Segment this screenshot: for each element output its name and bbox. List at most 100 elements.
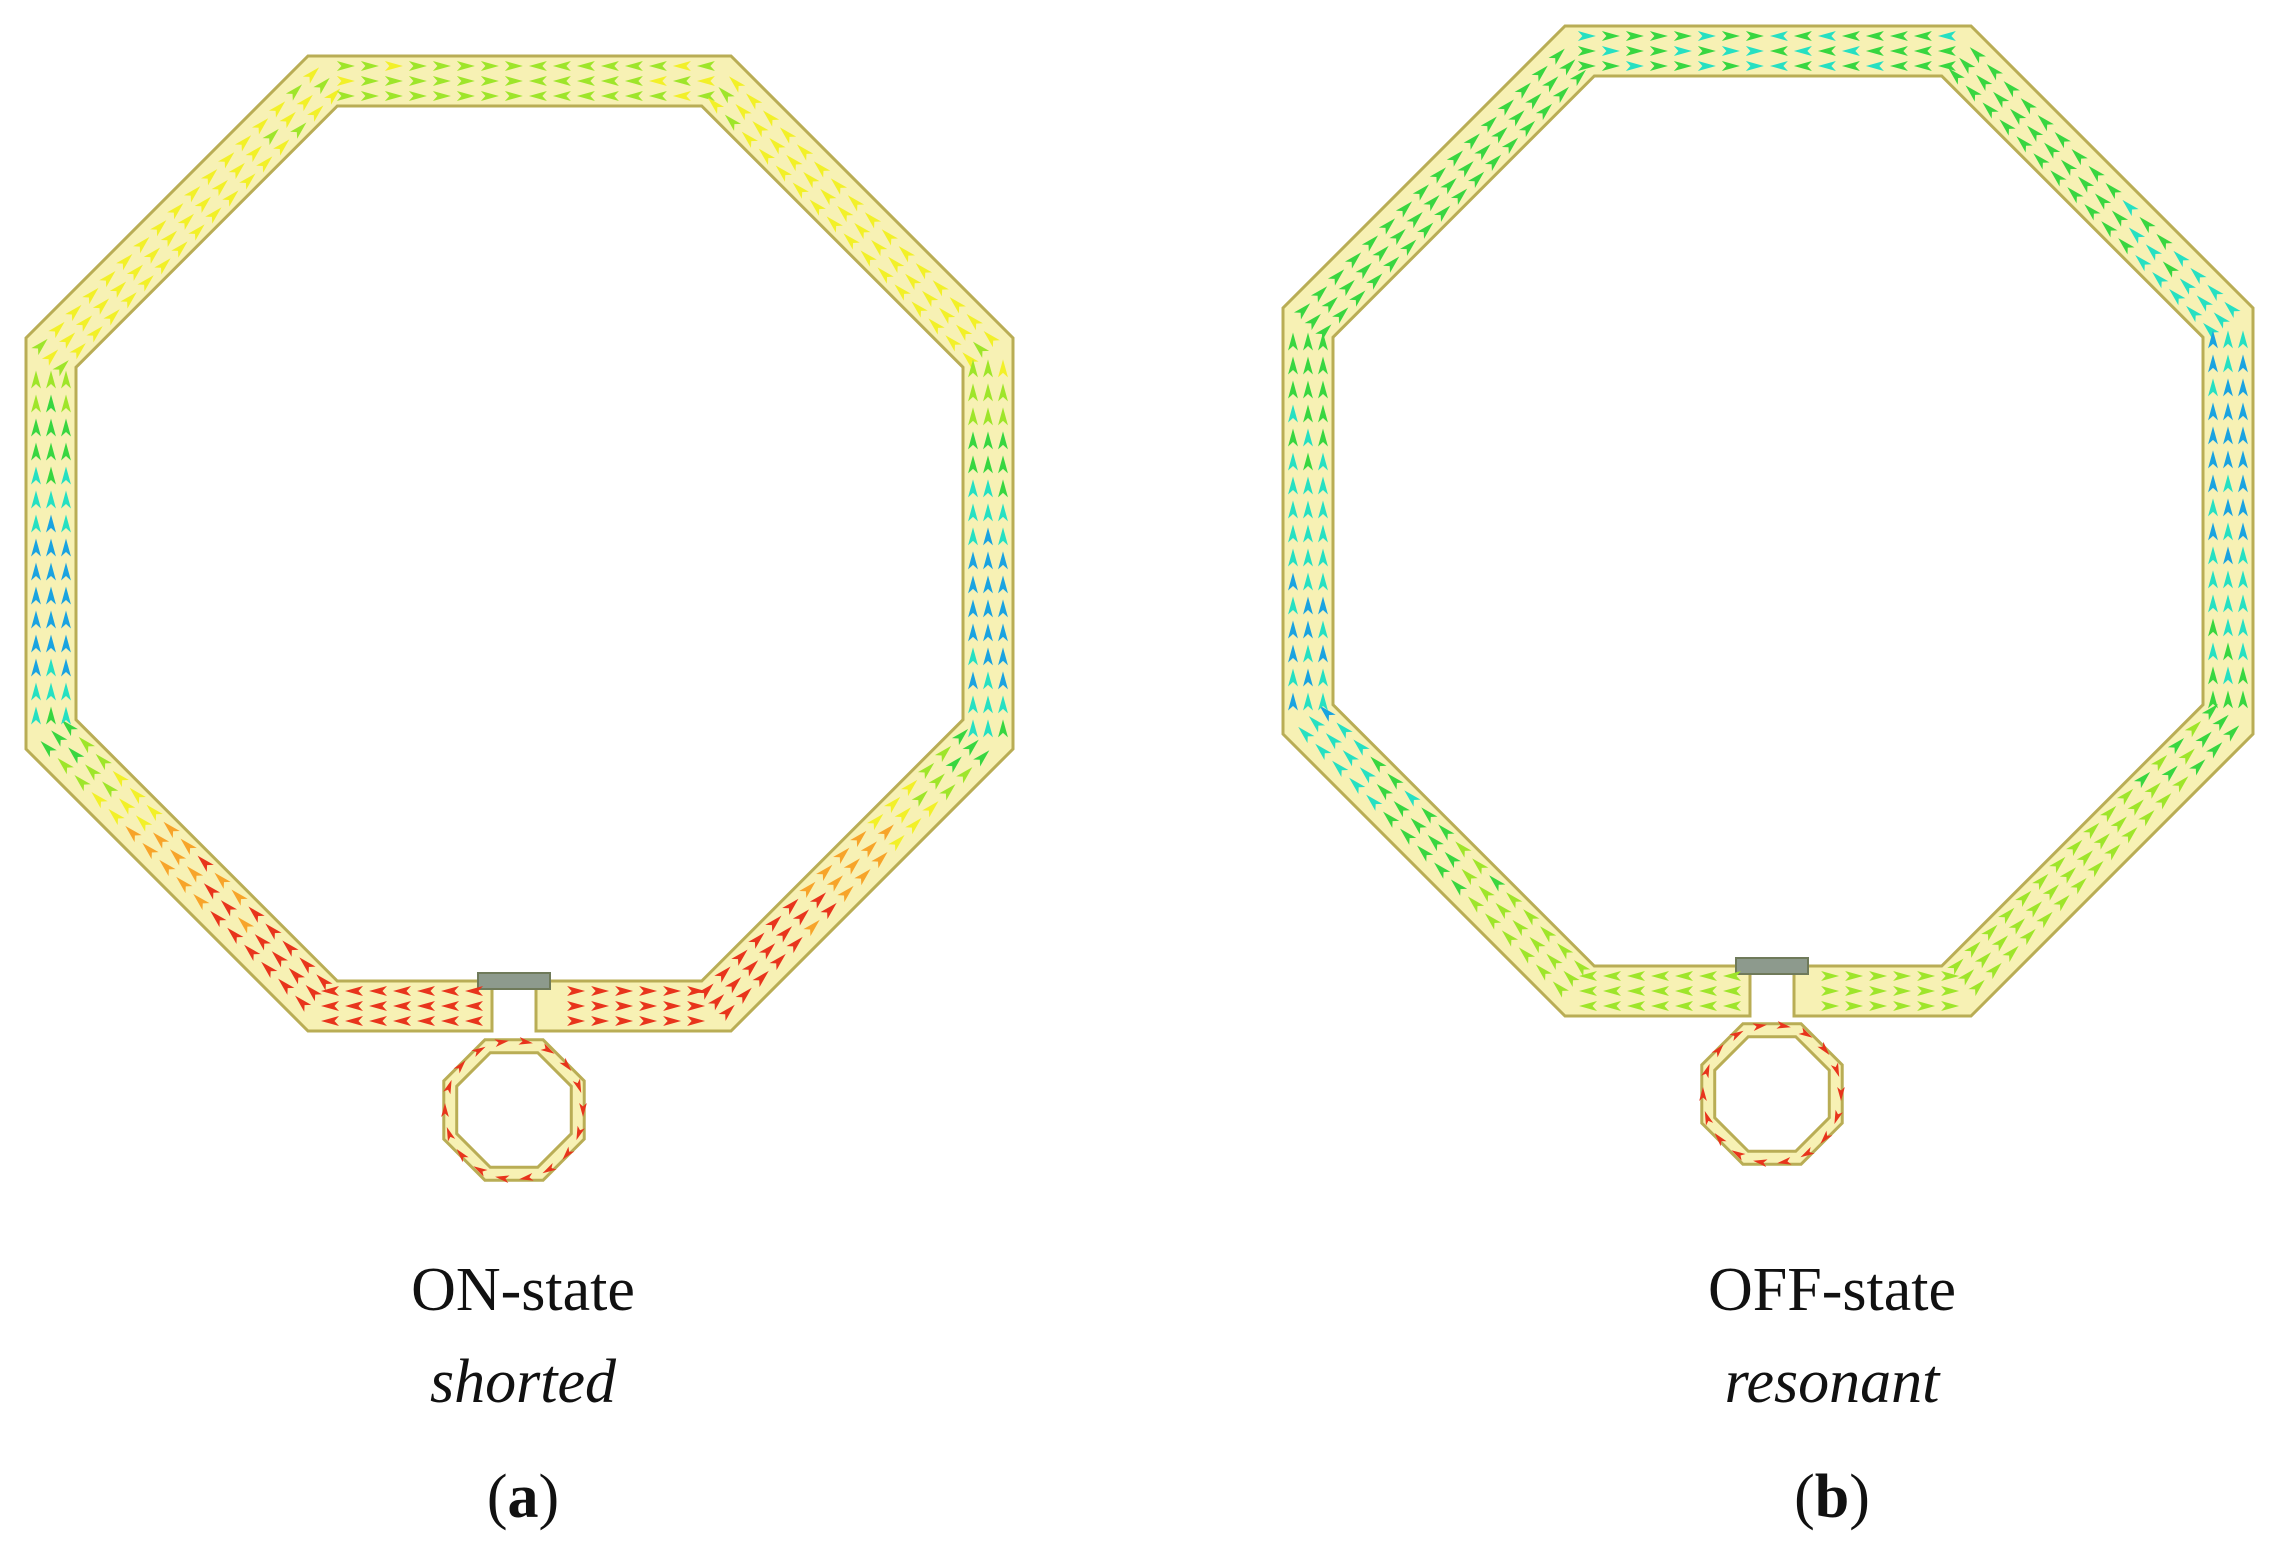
current-arrow — [369, 1001, 387, 1011]
current-arrow — [61, 634, 71, 653]
current-arrow — [1579, 971, 1597, 981]
current-arrow — [302, 67, 320, 84]
current-arrow — [1821, 971, 1840, 981]
current-arrow — [504, 91, 523, 101]
current-arrow — [1491, 127, 1508, 144]
current-arrow — [2190, 267, 2207, 285]
current-arrow — [1625, 31, 1644, 41]
current-arrow — [1319, 705, 1336, 722]
current-arrow — [1603, 986, 1621, 996]
current-arrow — [741, 960, 759, 977]
current-arrow — [1649, 61, 1668, 71]
current-arrow — [31, 682, 41, 701]
current-arrow — [61, 466, 71, 485]
current-arrow — [336, 61, 355, 71]
current-arrow — [687, 1016, 706, 1026]
current-arrow — [576, 61, 595, 71]
current-arrow — [1444, 851, 1461, 869]
current-arrow — [408, 61, 427, 71]
current-arrow — [1304, 313, 1321, 331]
current-arrow — [973, 750, 990, 767]
current-arrow — [74, 775, 91, 792]
current-arrow — [729, 76, 746, 93]
current-arrow — [983, 671, 993, 690]
current-arrow — [48, 321, 65, 339]
current-arrow — [480, 91, 499, 101]
current-arrow — [2189, 759, 2206, 776]
current-arrow — [1982, 102, 1999, 119]
current-arrow — [591, 1001, 610, 1011]
current-arrow — [1355, 262, 1372, 280]
current-arrow — [718, 1004, 735, 1021]
current-arrow — [1845, 986, 1864, 996]
current-arrow — [1450, 879, 1468, 896]
current-arrow — [1303, 380, 1313, 399]
current-arrow — [1563, 970, 1580, 987]
current-arrow — [31, 658, 41, 677]
current-arrow — [696, 61, 715, 71]
current-arrow — [639, 1001, 658, 1011]
current-arrow — [278, 978, 295, 995]
current-arrow — [792, 909, 810, 926]
current-arrow — [672, 91, 691, 101]
current-arrow — [1817, 61, 1836, 71]
current-arrow — [1964, 941, 1981, 958]
current-arrow — [998, 455, 1008, 474]
current-arrow — [1318, 356, 1328, 375]
current-arrow — [792, 182, 809, 199]
current-arrow — [31, 466, 41, 485]
current-arrow — [567, 986, 586, 996]
current-arrow — [1417, 222, 1434, 239]
current-arrow — [762, 110, 780, 127]
current-arrow — [833, 847, 850, 864]
current-arrow — [360, 91, 379, 101]
current-arrow — [2223, 522, 2233, 541]
current-arrow — [648, 91, 667, 101]
current-arrow — [2066, 839, 2083, 857]
current-arrow — [1376, 784, 1393, 801]
current-arrow — [894, 284, 911, 301]
current-arrow — [1288, 500, 1298, 519]
current-arrow — [1518, 120, 1536, 138]
current-arrow — [2238, 330, 2248, 349]
current-arrow — [251, 118, 269, 135]
current-arrow — [2032, 873, 2049, 891]
current-arrow — [2184, 721, 2202, 738]
current-arrow — [2104, 844, 2121, 861]
current-arrow — [2173, 250, 2190, 268]
current-arrow — [1937, 31, 1956, 41]
current-arrow — [194, 196, 211, 213]
panel-b-mode-label: resonant — [1725, 1348, 1941, 1416]
current-arrow — [52, 360, 69, 377]
current-arrow — [1310, 286, 1328, 303]
current-arrow — [116, 254, 133, 271]
current-arrow — [504, 61, 523, 71]
current-arrow — [2016, 136, 2033, 153]
current-arrow — [2042, 884, 2059, 901]
current-arrow — [1675, 1001, 1693, 1011]
current-arrow — [1697, 46, 1716, 56]
current-arrow — [1525, 93, 1542, 110]
current-arrow — [2238, 402, 2248, 421]
current-arrow — [31, 418, 41, 437]
current-arrow — [2135, 255, 2152, 272]
current-arrow — [210, 910, 227, 928]
current-arrow — [1649, 46, 1668, 56]
current-arrow — [830, 178, 848, 195]
current-arrow — [968, 455, 978, 474]
current-arrow — [31, 538, 41, 557]
current-arrow — [528, 61, 547, 71]
current-arrow — [1830, 1062, 1840, 1077]
current-arrow — [2025, 901, 2042, 918]
current-arrow — [417, 986, 435, 996]
current-arrow — [214, 872, 231, 889]
current-arrow — [1865, 61, 1884, 71]
current-arrow — [2008, 918, 2025, 935]
current-arrow — [299, 957, 316, 974]
current-arrow — [1711, 1044, 1724, 1058]
current-arrow — [983, 455, 993, 474]
current-arrow — [1318, 500, 1328, 519]
current-arrow — [2015, 890, 2032, 907]
current-arrow — [177, 213, 194, 230]
current-arrow — [1889, 61, 1908, 71]
